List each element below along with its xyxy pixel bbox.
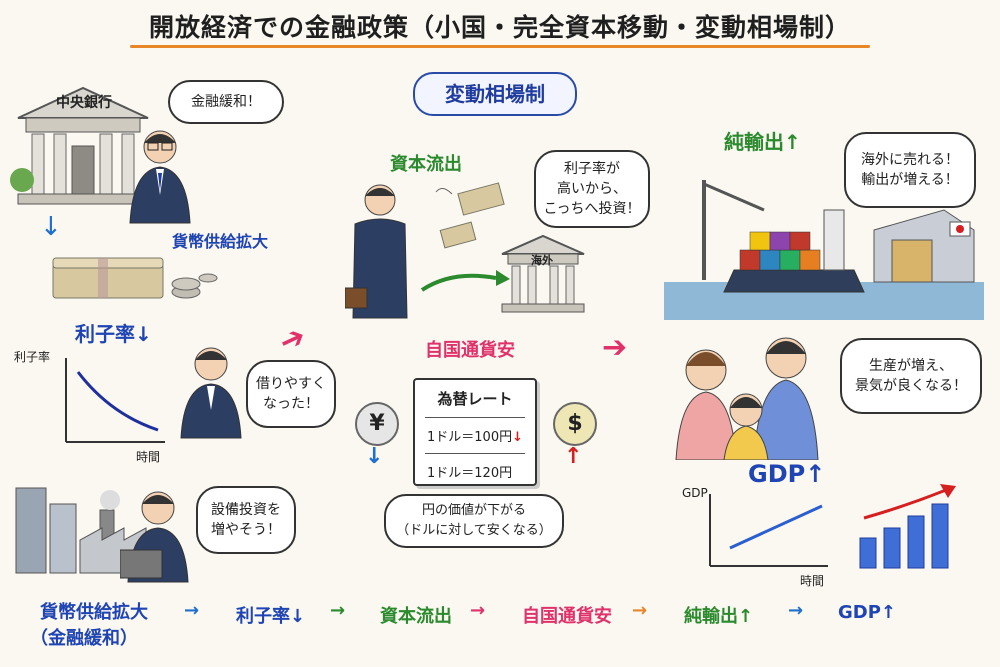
interest-rate-label: 利子率↓ (75, 322, 152, 346)
exchange-rate-box: 為替レート 1ドル＝100円↓ 1ドル＝120円 (413, 378, 537, 486)
yen-coin-icon: ¥ (355, 402, 399, 446)
borrow-speech: 借りやすく なった！ (246, 360, 336, 428)
flow-arrow-icon: ➔ (273, 318, 312, 361)
flow-arrow-icon-2: ➔ (602, 330, 628, 365)
yen-down-arrow-icon: ↓ (365, 444, 384, 469)
banker-figure (129, 130, 191, 224)
invest-speech: 設備投資を 増やそう！ (196, 486, 296, 554)
investor-figure (120, 491, 189, 583)
money-stack-illustration (52, 257, 218, 299)
divider (425, 417, 525, 418)
currency-note-bubble: 円の価値が下がる （ドルに対して安くなる） (384, 494, 564, 548)
capital-speech: 利子率が 高いから、 こっちへ投資！ (534, 150, 650, 228)
rate-old-text: 1ドル＝100円 (427, 430, 513, 445)
flow-arrow-icon: → (470, 600, 486, 621)
interest-graph-xlabel: 時間 (136, 450, 161, 464)
central-bank-sign: 中央銀行 (56, 95, 112, 111)
interest-rate-graph (65, 358, 165, 443)
investor-back-figure (345, 184, 408, 319)
foreign-bank-illustration (501, 234, 585, 313)
family-illustration (675, 337, 819, 460)
central-bank-speech: 金融緩和！ (168, 80, 284, 124)
flow-step-interest: 利子率↓ (236, 606, 306, 627)
central-bank-illustration (10, 86, 149, 205)
flow-arrow-icon: → (184, 600, 200, 621)
gdp-bar-chart-illustration (859, 484, 956, 569)
dollar-up-arrow-icon: ↑ (564, 444, 583, 469)
title-underline (130, 45, 870, 48)
gdp-graph-xlabel: 時間 (800, 574, 825, 588)
factory-illustration (15, 487, 147, 574)
flow-step-capital: 資本流出 (380, 606, 452, 627)
gdp-graph-ylabel: GDP (682, 486, 708, 500)
exports-speech: 海外に売れる！ 輸出が増える！ (844, 132, 976, 208)
gdp-graph (709, 494, 828, 567)
flow-step-gdp: GDP↑ (838, 602, 896, 623)
rate-row-old: 1ドル＝100円↓ (415, 418, 535, 445)
flow-step-currency: 自国通貨安 (522, 606, 612, 627)
dollar-coin-icon: $ (553, 402, 597, 446)
page-title: 開放経済での金融政策（小国・完全資本移動・変動相場制） (148, 13, 851, 42)
interest-graph-ylabel: 利子率 (14, 350, 51, 364)
capital-outflow-label: 資本流出 (390, 154, 462, 175)
flow-step-exports: 純輸出↑ (684, 606, 754, 627)
rate-down-arrow-icon: ↓ (512, 430, 523, 445)
divider (425, 453, 525, 454)
currency-depreciation-label: 自国通貨安 (425, 340, 515, 361)
flow-step-money-supply: 貨幣供給拡大 (40, 602, 148, 623)
gdp-label: GDP↑ (748, 460, 826, 488)
borrower-figure (180, 347, 242, 439)
flow-arrow-icon: → (788, 600, 804, 621)
money-flying-illustration (420, 182, 510, 292)
regime-badge: 変動相場制 (413, 72, 577, 116)
money-supply-label: 貨幣供給拡大 (172, 232, 269, 251)
port-ship-illustration (664, 180, 984, 320)
gdp-speech: 生産が増え、 景気が良くなる！ (840, 338, 982, 414)
flow-step-money-supply-sub: （金融緩和） (30, 628, 138, 649)
net-exports-label: 純輸出↑ (724, 130, 801, 154)
flow-arrow-icon: → (632, 600, 648, 621)
exchange-rate-title: 為替レート (437, 390, 513, 408)
down-arrow-icon: ↓ (40, 212, 62, 242)
flow-arrow-icon: → (330, 600, 346, 621)
foreign-bank-sign: 海外 (531, 254, 553, 267)
rate-new-text: 1ドル＝120円 (427, 466, 513, 481)
